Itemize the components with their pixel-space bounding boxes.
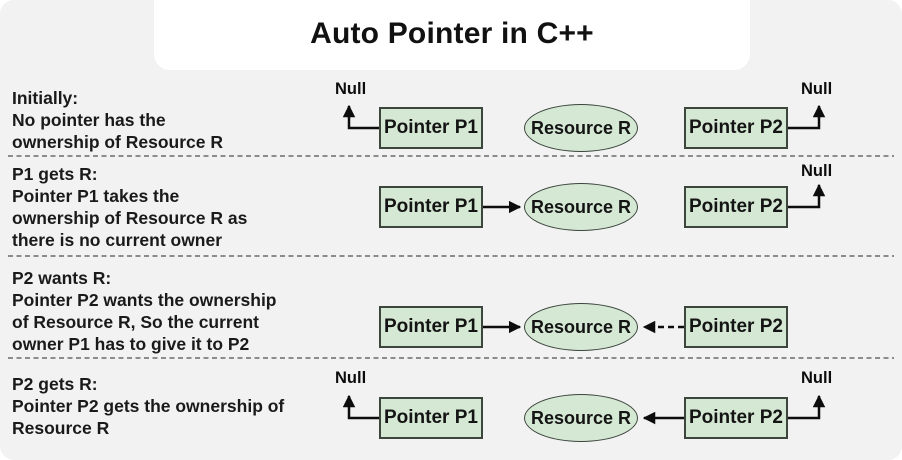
title-panel: Auto Pointer in C++ xyxy=(154,0,750,70)
row4-caption: P2 gets R: Pointer P2 gets the ownership… xyxy=(12,373,372,439)
row4-pointer-p1-node: Pointer P1 xyxy=(379,397,483,439)
row4-p2-null-label: Null xyxy=(801,369,833,387)
row3-heading: P2 wants R: xyxy=(12,268,112,288)
row2-p2-null-arrow xyxy=(788,183,826,209)
row1-p1-null-label: Null xyxy=(335,80,367,98)
row2-resource-node: Resource R xyxy=(524,183,638,231)
row4-pointer-p2-node: Pointer P2 xyxy=(684,397,788,439)
row2-p2-null-label: Null xyxy=(801,162,833,180)
row3-pointer-p2-node: Pointer P2 xyxy=(684,306,788,348)
row1-pointer-p2-node: Pointer P2 xyxy=(684,107,788,149)
row1-resource-node: Resource R xyxy=(524,104,638,152)
row3-pointer-p1-node: Pointer P1 xyxy=(379,306,483,348)
page-title: Auto Pointer in C++ xyxy=(310,17,594,50)
row1-pointer-p1-node: Pointer P1 xyxy=(379,107,483,149)
row4-p2-null-arrow xyxy=(788,394,826,420)
row1-heading: Initially: xyxy=(12,88,79,108)
row1-p2-null-label: Null xyxy=(801,80,833,98)
row4-resource-node: Resource R xyxy=(524,394,638,442)
row4-p1-null-label: Null xyxy=(335,369,367,387)
row1-body: No pointer has the ownership of Resource… xyxy=(12,110,224,152)
row2-body: Pointer P1 takes the ownership of Resour… xyxy=(12,186,248,250)
row2-heading: P1 gets R: xyxy=(12,164,98,184)
row2-pointer-p1-node: Pointer P1 xyxy=(379,186,483,228)
row2-pointer-p2-node: Pointer P2 xyxy=(684,186,788,228)
row3-caption: P2 wants R: Pointer P2 wants the ownersh… xyxy=(12,267,372,355)
row3-body: Pointer P2 wants the ownership of Resour… xyxy=(12,290,277,354)
row4-heading: P2 gets R: xyxy=(12,374,98,394)
row1-p2-null-arrow xyxy=(788,104,826,130)
row1-caption: Initially: No pointer has the ownership … xyxy=(12,87,372,153)
row4-body: Pointer P2 gets the ownership of Resourc… xyxy=(12,396,285,438)
row3-resource-node: Resource R xyxy=(524,303,638,351)
row2-caption: P1 gets R: Pointer P1 takes the ownershi… xyxy=(12,163,372,251)
